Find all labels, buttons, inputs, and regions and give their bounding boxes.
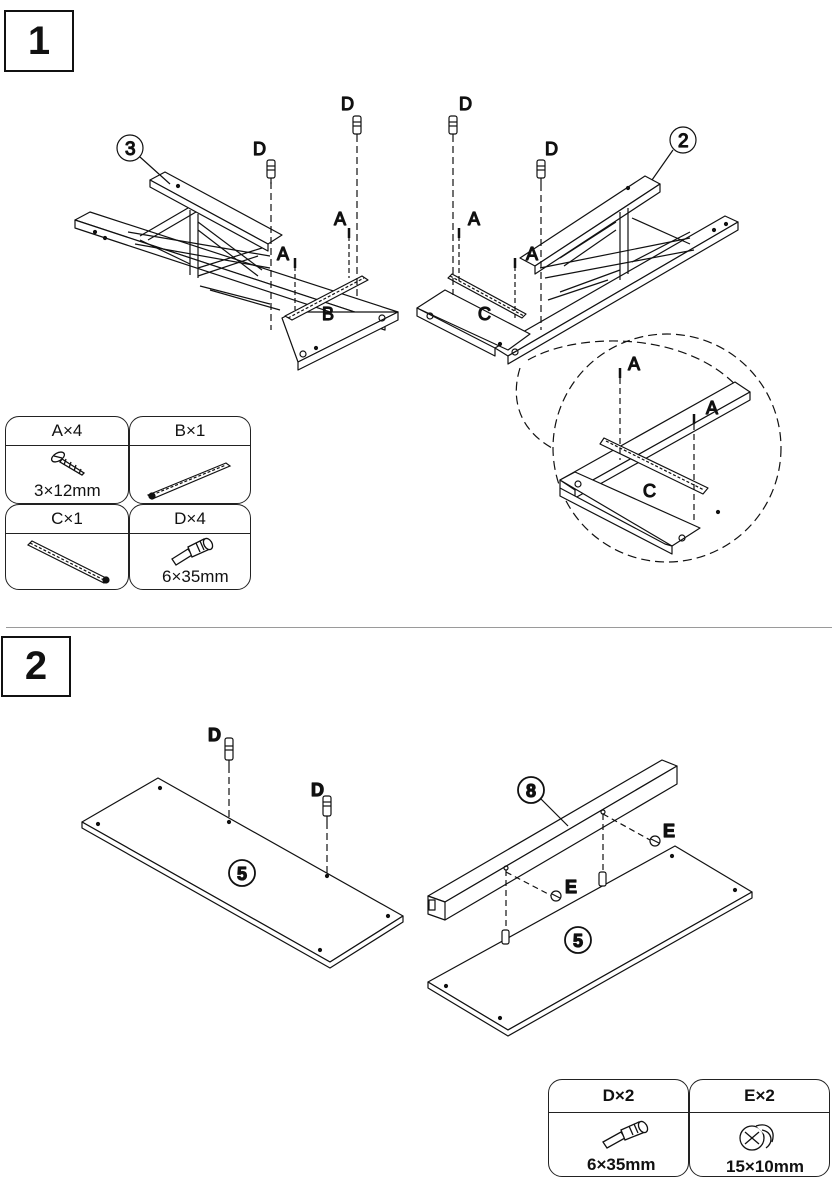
label-a: A (334, 209, 346, 229)
cam-lock-icon (739, 1124, 774, 1151)
d-bolt-icon (352, 115, 362, 142)
hardware-qty: A×4 (6, 417, 128, 446)
e-cam-lock-icon (550, 890, 562, 902)
label-d: D (459, 94, 472, 114)
hardware-size: 3×12mm (34, 481, 101, 500)
label-e: E (663, 821, 675, 841)
step-2-number: 2 (1, 636, 71, 697)
hardware-qty: B×1 (130, 417, 250, 446)
hardware-qty: C×1 (6, 505, 128, 534)
hardware-cell-c: C×1 (5, 504, 129, 590)
panel-5-right (427, 845, 753, 1037)
d-bolt-icon (448, 115, 458, 142)
hardware-cell-d: D×2 6×35mm (548, 1079, 689, 1177)
e-cam-lock-icon (649, 835, 661, 847)
label-d: D (545, 139, 558, 159)
label-a: A (468, 209, 480, 229)
hardware-size: 15×10mm (726, 1157, 804, 1176)
label-d: D (341, 94, 354, 114)
label-a: A (628, 354, 640, 374)
d-bolt-icon (322, 795, 332, 822)
screw-icon (50, 451, 86, 476)
label-b: B (322, 304, 334, 324)
cam-bolt-icon (602, 1120, 649, 1149)
hardware-qty: D×2 (549, 1080, 688, 1113)
part-number-8: 8 (526, 781, 536, 801)
label-c: C (643, 481, 656, 501)
step-divider (6, 627, 832, 628)
bracket-c-icon (26, 540, 110, 584)
d-bolt-icon (501, 929, 510, 945)
hardware-cell-d: D×4 6×35mm (129, 504, 251, 590)
label-a: A (277, 244, 289, 264)
label-a: A (526, 244, 538, 264)
hardware-cell-a: A×4 3×12mm (5, 416, 129, 504)
label-d: D (253, 139, 266, 159)
part-number-2: 2 (678, 131, 689, 152)
hardware-size: 6×35mm (587, 1155, 656, 1174)
d-bolt-icon (598, 871, 607, 887)
hardware-qty: D×4 (130, 505, 250, 534)
hardware-size: 6×35mm (162, 567, 229, 586)
detail-zoom-view (515, 333, 782, 563)
hardware-cell-e: E×2 15×10mm (689, 1079, 830, 1177)
hardware-cell-b: B×1 (129, 416, 251, 504)
part-number-5: 5 (573, 931, 583, 951)
label-a: A (706, 398, 718, 418)
left-side-frame (74, 115, 399, 371)
label-d: D (311, 780, 324, 800)
label-d: D (208, 725, 221, 745)
panel-5-left (81, 737, 404, 969)
cam-bolt-icon (171, 537, 214, 566)
hardware-qty: E×2 (690, 1080, 829, 1113)
part-number-5: 5 (237, 864, 247, 884)
part-number-3: 3 (125, 139, 136, 160)
d-bolt-icon (224, 737, 234, 766)
label-c: C (478, 304, 491, 324)
step-1-number: 1 (4, 10, 74, 72)
label-e: E (565, 877, 577, 897)
bracket-b-icon (146, 462, 232, 500)
right-side-frame (416, 115, 739, 365)
d-bolt-icon (536, 159, 546, 184)
d-bolt-icon (266, 159, 276, 184)
rail-8 (427, 759, 678, 945)
